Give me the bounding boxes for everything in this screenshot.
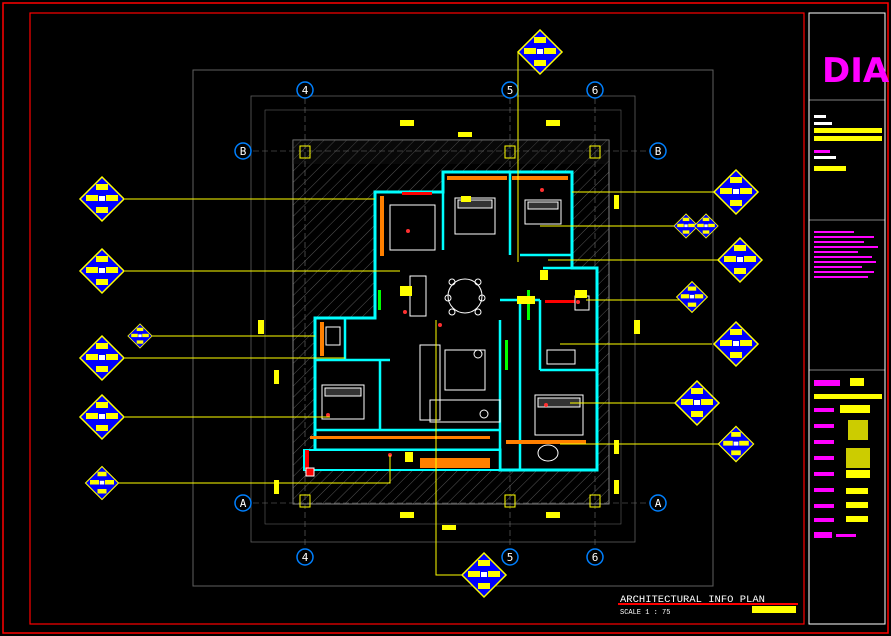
svg-text:A: A (240, 497, 247, 510)
callout-bubble-small-bottom-left (84, 465, 120, 501)
grid-bubble-top-5: 5 (501, 81, 519, 99)
svg-text:4: 4 (302, 551, 309, 564)
callout-bubble-left-2 (79, 248, 125, 294)
floor-plan (303, 170, 599, 477)
callout-bubble-right-1 (713, 169, 759, 215)
grid-bubble-left-A: A (234, 494, 252, 512)
callout-bubble-left-4 (79, 394, 125, 440)
grid-bubble-right-B: B (649, 142, 667, 160)
grid-bubble-right-A: A (649, 494, 667, 512)
callout-bubble-right-2 (717, 237, 763, 283)
svg-text:5: 5 (507, 84, 514, 97)
callout-bubble-right-3 (713, 321, 759, 367)
title-block (808, 12, 886, 625)
grid-bubbles: 4 5 6 4 5 6 B A (234, 81, 667, 566)
callout-bubble-left-1 (79, 176, 125, 222)
callout-bubble-top (517, 29, 563, 75)
callout-bubble-small-right-4 (717, 425, 755, 463)
drawing-title-block: ARCHITECTURAL INFO PLAN SCALE 1 : 75 (618, 594, 798, 617)
callout-bubble-right-4 (674, 380, 720, 426)
outer-boundary (192, 69, 714, 587)
callout-bubble-small-right-2 (693, 213, 719, 239)
callout-bubble-left-3 (79, 335, 125, 381)
logo-text: DIA (822, 51, 890, 91)
svg-text:B: B (655, 145, 662, 158)
grid-bubble-top-6: 6 (586, 81, 604, 99)
inner-boundary (264, 109, 622, 525)
svg-text:5: 5 (507, 551, 514, 564)
svg-text:6: 6 (592, 84, 599, 97)
svg-text:A: A (655, 497, 662, 510)
title-block-fields (809, 99, 885, 538)
svg-text:6: 6 (592, 551, 599, 564)
callout-bubble-small-right-3 (676, 281, 708, 313)
grid-bubble-bottom-4: 4 (296, 548, 314, 566)
grid-bubble-bottom-6: 6 (586, 548, 604, 566)
dimension-tags (258, 120, 640, 530)
callout-bubble-small-left (127, 323, 153, 349)
grid-bubble-bottom-5: 5 (501, 548, 519, 566)
drawing-scale: SCALE 1 : 75 (620, 609, 670, 617)
callout-bubble-bottom (461, 552, 507, 598)
title-block-logo: DIA (822, 51, 890, 91)
grid-bubble-top-4: 4 (296, 81, 314, 99)
mid-boundary (250, 95, 636, 543)
svg-text:4: 4 (302, 84, 309, 97)
drawing-frame (29, 12, 805, 625)
svg-text:B: B (240, 145, 247, 158)
grid-bubble-left-B: B (234, 142, 252, 160)
